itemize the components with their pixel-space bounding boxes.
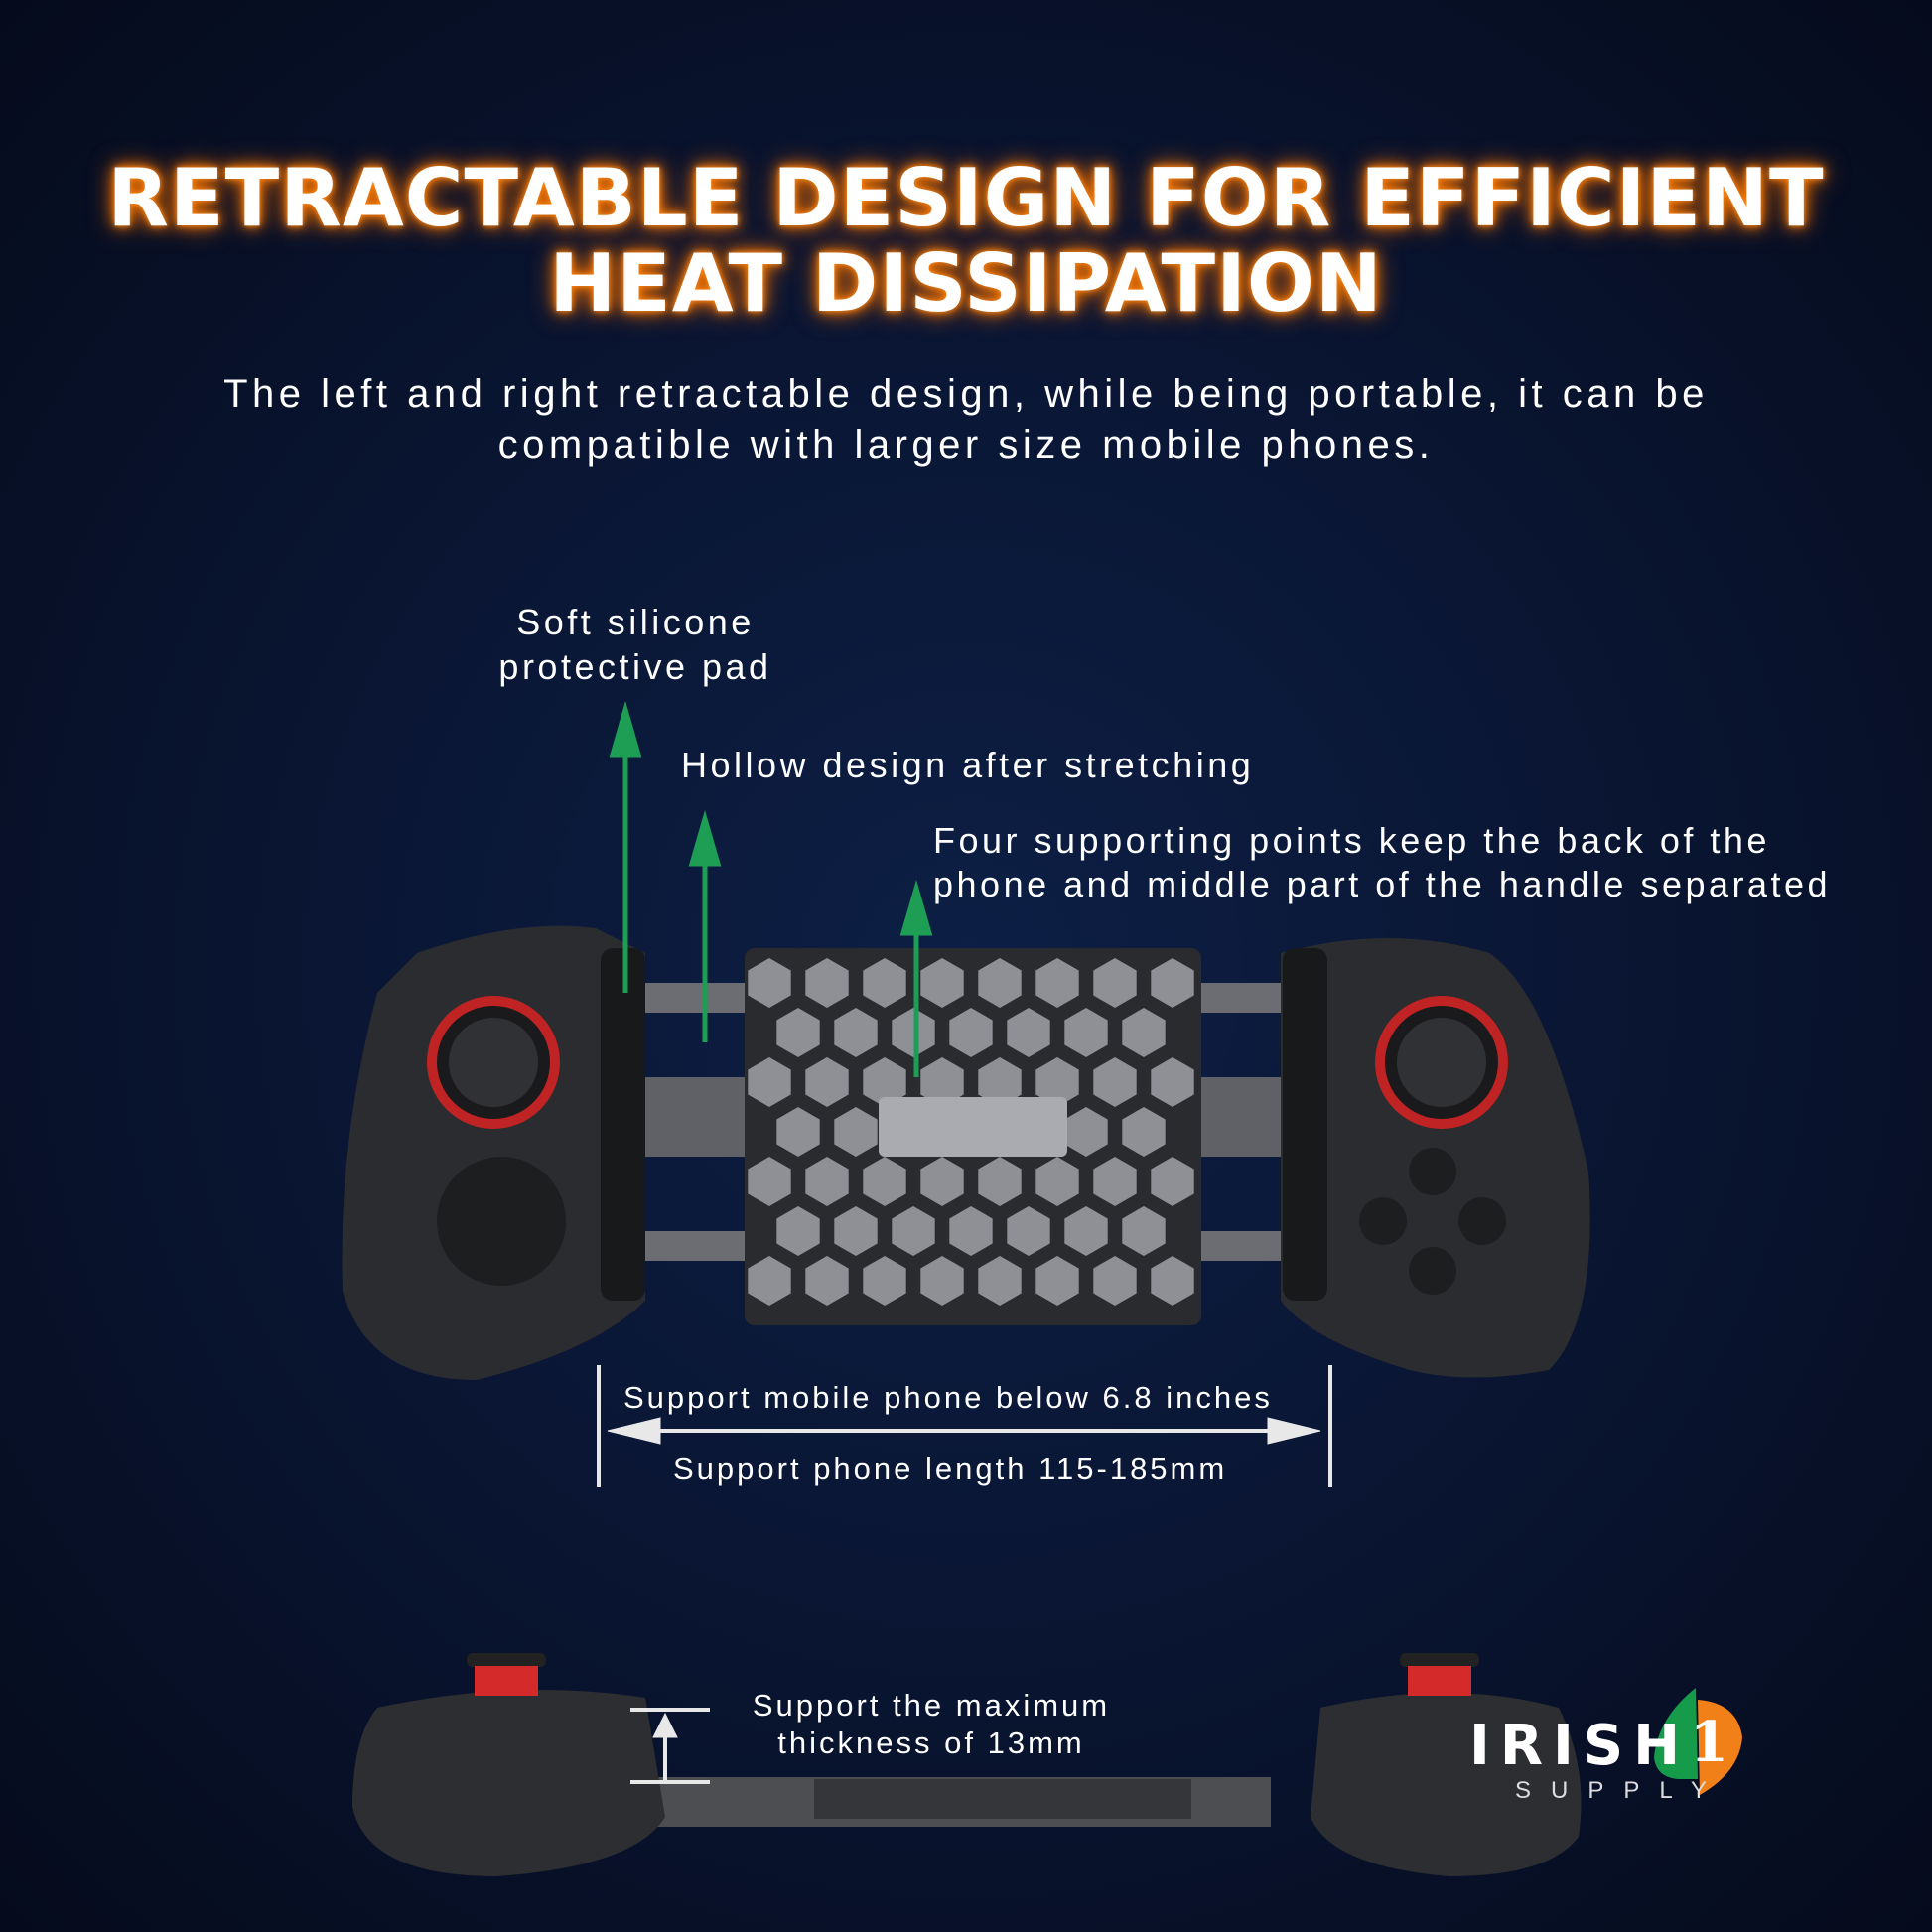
honeycomb-cell — [1064, 1206, 1108, 1256]
honeycomb-cell — [1093, 1256, 1137, 1306]
callout-support-line-1: Four supporting points keep the back of … — [933, 820, 1770, 861]
honeycomb-cell — [863, 1157, 906, 1206]
honeycomb-cell — [1122, 1206, 1166, 1256]
honeycomb-cell — [1093, 958, 1137, 1008]
irish-supply-logo: IRISH 1 SUPPLY — [1469, 1678, 1787, 1807]
honeycomb-cell — [920, 1057, 964, 1107]
width-dimension-arrow — [597, 1365, 1332, 1487]
callout-hollow: Hollow design after stretching — [681, 745, 1255, 785]
honeycomb-cell — [949, 1206, 993, 1256]
honeycomb-cell — [892, 1008, 935, 1057]
logo-sub-text: SUPPLY — [1515, 1777, 1726, 1804]
honeycomb-cell — [949, 1008, 993, 1057]
honeycomb-cell — [776, 1107, 820, 1157]
phone-size-label: Support mobile phone below 6.8 inches — [623, 1380, 1273, 1415]
callout-silicone-line-2: protective pad — [498, 646, 772, 687]
honeycomb-cell — [748, 1256, 791, 1306]
thickness-label-line-2: thickness of 13mm — [777, 1725, 1085, 1760]
logo-mark: 1 — [1690, 1710, 1728, 1775]
honeycomb-cell — [1151, 958, 1194, 1008]
honeycomb-cell — [920, 1157, 964, 1206]
honeycomb-cell — [1035, 1256, 1079, 1306]
callout-silicone-line-1: Soft silicone — [516, 602, 755, 642]
honeycomb-cell — [892, 1206, 935, 1256]
logo-brand-text: IRISH — [1469, 1714, 1690, 1778]
honeycomb-cell — [1064, 1107, 1108, 1157]
honeycomb-cell — [805, 1256, 849, 1306]
honeycomb-cell — [920, 1256, 964, 1306]
honeycomb-cell — [863, 1057, 906, 1107]
honeycomb-cell — [1007, 1206, 1050, 1256]
honeycomb-cell — [863, 958, 906, 1008]
honeycomb-cell — [1007, 1008, 1050, 1057]
thickness-dimension-arrow — [630, 1708, 710, 1784]
honeycomb-cell — [834, 1206, 878, 1256]
honeycomb-cell — [805, 958, 849, 1008]
honeycomb-cell — [1064, 1008, 1108, 1057]
honeycomb-cell — [1151, 1157, 1194, 1206]
headline-line-2: HEAT DISSIPATION — [549, 237, 1383, 330]
honeycomb-cell — [920, 958, 964, 1008]
honeycomb-cell — [805, 1157, 849, 1206]
dpad — [437, 1157, 566, 1286]
honeycomb-cell — [1035, 1157, 1079, 1206]
honeycomb-cell — [776, 1008, 820, 1057]
honeycomb-cell — [834, 1107, 878, 1157]
controller-side-view — [352, 1653, 1582, 1876]
honeycomb-cell — [1122, 1008, 1166, 1057]
controller-top-view — [342, 925, 1590, 1380]
honeycomb-cell — [1122, 1107, 1166, 1157]
subtitle-line-2: compatible with larger size mobile phone… — [497, 423, 1435, 467]
honeycomb-cell — [1151, 1057, 1194, 1107]
honeycomb-cell — [978, 1256, 1022, 1306]
subtitle-line-1: The left and right retractable design, w… — [223, 372, 1709, 416]
honeycomb-cell — [978, 1157, 1022, 1206]
thickness-label-line-1: Support the maximum — [752, 1688, 1111, 1723]
honeycomb-cell — [1093, 1157, 1137, 1206]
honeycomb-cell — [1035, 958, 1079, 1008]
callout-support-line-2: phone and middle part of the handle sepa… — [933, 864, 1832, 904]
honeycomb-cell — [776, 1206, 820, 1256]
honeycomb-cell — [1035, 1057, 1079, 1107]
headline-line-1: RETRACTABLE DESIGN FOR EFFICIENT — [107, 152, 1825, 244]
honeycomb-cell — [748, 1157, 791, 1206]
honeycomb-cell — [863, 1256, 906, 1306]
honeycomb-cell — [978, 1057, 1022, 1107]
honeycomb-cell — [805, 1057, 849, 1107]
honeycomb-cell — [748, 1057, 791, 1107]
honeycomb-cell — [1151, 1256, 1194, 1306]
honeycomb-cell — [748, 958, 791, 1008]
honeycomb-cell — [978, 958, 1022, 1008]
phone-length-label: Support phone length 115-185mm — [673, 1451, 1228, 1486]
callout-arrows — [609, 700, 933, 1077]
honeycomb-cell — [1093, 1057, 1137, 1107]
honeycomb-cell — [834, 1008, 878, 1057]
